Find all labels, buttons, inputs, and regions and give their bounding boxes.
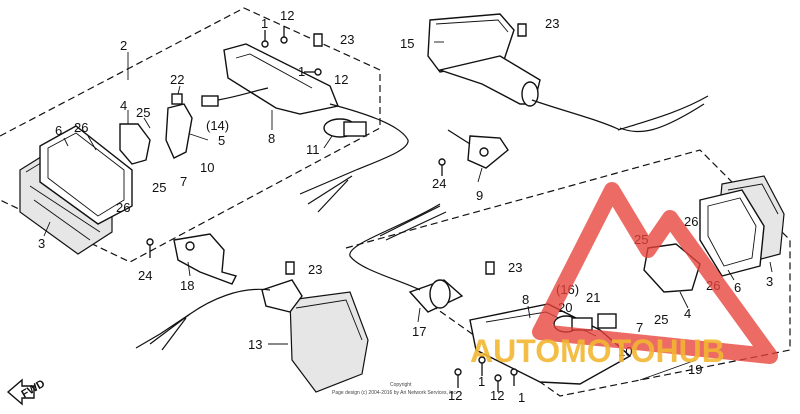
leader-lines — [43, 41, 773, 381]
screw-12-bottom-left — [454, 368, 462, 388]
label-1: 1 — [261, 16, 268, 31]
label-26: 26 — [74, 120, 88, 135]
watermark-triangle-icon — [532, 182, 778, 364]
label-13: 13 — [248, 337, 262, 352]
label-18: 18 — [180, 278, 194, 293]
part-22 — [171, 93, 183, 105]
screw-1-top — [261, 30, 269, 48]
label-6: 6 — [734, 280, 741, 295]
label-25: 25 — [136, 105, 150, 120]
watermark-logo — [532, 182, 778, 364]
stem-17 — [408, 279, 464, 313]
right-socket-plate — [643, 243, 701, 293]
label-26: 26 — [684, 214, 698, 229]
label-24: 24 — [432, 176, 446, 191]
screw-1-bottom-left — [478, 356, 486, 376]
label-25: 25 — [152, 180, 166, 195]
callout-labels: 1 12 23 2 23 15 1 12 22 4 25 6 26 (14) 5… — [38, 8, 773, 405]
label-26: 26 — [116, 200, 130, 215]
left-gasket — [39, 125, 133, 225]
label-25: 25 — [654, 312, 668, 327]
socket-21 — [597, 313, 617, 329]
label-23: 23 — [545, 16, 559, 31]
left-bracket — [165, 103, 193, 159]
label-4: 4 — [120, 98, 127, 113]
screw-12-bottom-right — [494, 374, 502, 392]
bulb-11 — [323, 118, 367, 138]
label-8: 8 — [522, 292, 529, 307]
label-23: 23 — [340, 32, 354, 47]
copyright-text: Page design (c) 2004-2016 by Ari Network… — [332, 390, 457, 396]
label-1: 1 — [298, 64, 305, 79]
label-7: 7 — [180, 174, 187, 189]
screw-24-mid — [438, 158, 446, 176]
label-11: 11 — [306, 142, 320, 157]
label-10: 10 — [200, 160, 214, 175]
label-15: 15 — [400, 36, 414, 51]
label-12: 12 — [490, 388, 504, 403]
label-19: 19 — [688, 362, 702, 377]
label-21: 21 — [586, 290, 600, 305]
left-socket-plate — [119, 123, 151, 165]
label-9: 9 — [476, 188, 483, 203]
clip-23-mid — [485, 261, 495, 275]
label-4: 4 — [684, 306, 691, 321]
screw-1-bottom-right — [510, 368, 518, 386]
label-17: 17 — [412, 324, 426, 339]
label-3: 3 — [38, 236, 45, 251]
label-1: 1 — [478, 374, 485, 389]
label-6: 6 — [55, 123, 62, 138]
copyright-title: Copyright — [390, 382, 412, 388]
label-24: 24 — [138, 268, 152, 283]
label-5: 5 — [218, 133, 225, 148]
label-12: 12 — [448, 388, 462, 403]
left-housing — [223, 43, 339, 115]
label-12: 12 — [334, 72, 348, 87]
clip-23-top — [313, 33, 323, 47]
label-2: 2 — [120, 38, 127, 53]
watermark-text: AUTOMOTOHUB — [470, 333, 725, 369]
forward-arrow — [6, 378, 35, 406]
label-14: (14) — [206, 118, 229, 133]
label-12: 12 — [280, 8, 294, 23]
left-assembly-outline — [0, 7, 381, 263]
label-1: 1 — [518, 390, 525, 405]
bracket-18 — [173, 233, 238, 285]
clip-23-left-mid — [285, 261, 295, 275]
label-23: 23 — [508, 260, 522, 275]
right-rear-signal — [427, 13, 541, 107]
label-8: 8 — [268, 131, 275, 146]
label-23: 23 — [308, 262, 322, 277]
label-3: 3 — [766, 274, 773, 289]
screw-24-left — [146, 238, 154, 258]
screw-12-top — [280, 26, 288, 44]
label-7: 7 — [636, 320, 643, 335]
screw-12-mid — [304, 68, 322, 76]
connector-14 — [201, 95, 219, 107]
clip-23-right — [517, 23, 527, 37]
label-22: 22 — [170, 72, 184, 87]
left-front-signal — [261, 279, 369, 393]
